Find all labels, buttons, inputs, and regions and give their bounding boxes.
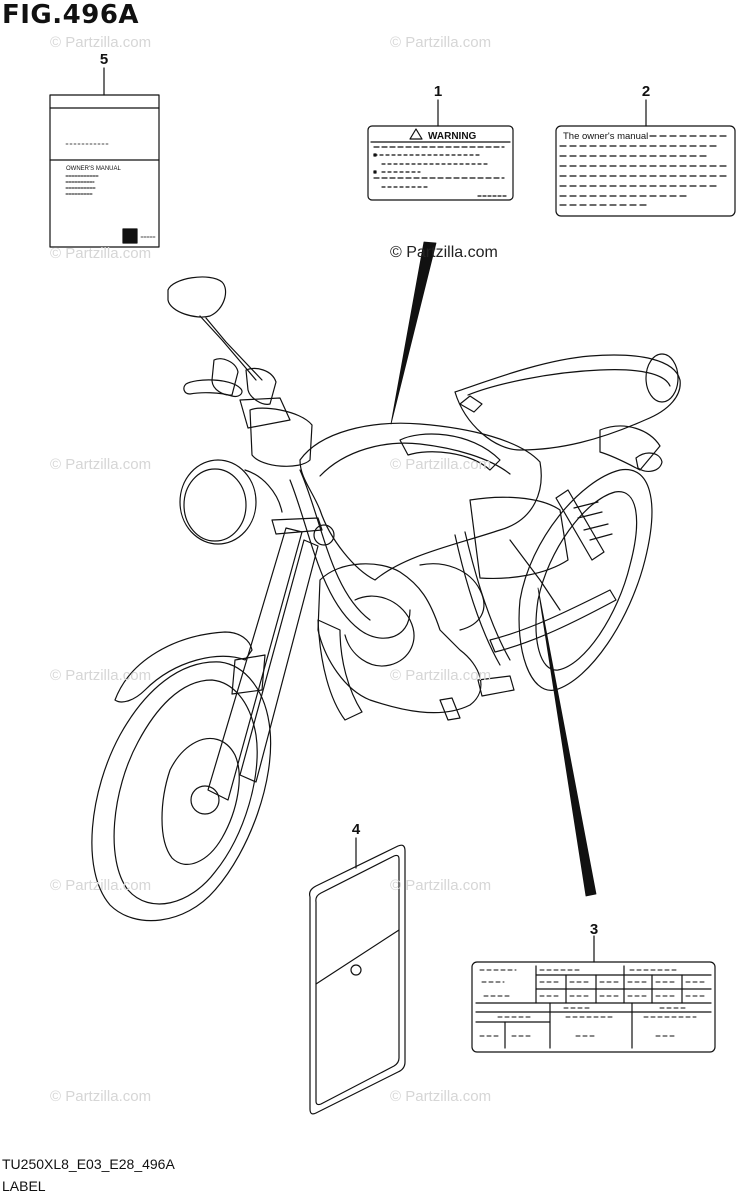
figure-code: TU250XL8_E03_E28_496A bbox=[2, 1156, 175, 1172]
callout-5: 5 bbox=[100, 51, 108, 68]
watermark: © Partzilla.com bbox=[390, 667, 492, 684]
main-watermark: © Partzilla.com bbox=[390, 244, 498, 261]
booklet-title: OWNER'S MANUAL bbox=[66, 166, 121, 172]
callout-2: 2 bbox=[642, 83, 650, 100]
watermark: © Partzilla.com bbox=[390, 877, 492, 894]
figure-section: LABEL bbox=[2, 1178, 46, 1194]
leader-part-1 bbox=[390, 241, 437, 425]
callout-3: 3 bbox=[590, 921, 598, 938]
leader-part-3 bbox=[537, 587, 597, 897]
callout-4: 4 bbox=[352, 821, 361, 838]
part-5-owners-manual bbox=[49, 67, 160, 248]
part-1-warning-label bbox=[367, 99, 514, 201]
watermark: © Partzilla.com bbox=[390, 34, 492, 51]
part-2-manual-label bbox=[555, 99, 736, 217]
figure-title: FIG.496A bbox=[2, 0, 140, 30]
watermark: © Partzilla.com bbox=[50, 667, 152, 684]
watermark: © Partzilla.com bbox=[390, 1088, 492, 1105]
watermark: © Partzilla.com bbox=[50, 456, 152, 473]
watermark: © Partzilla.com bbox=[390, 456, 492, 473]
watermark: © Partzilla.com bbox=[50, 245, 152, 262]
manual-label-text: The owner's manual bbox=[563, 131, 648, 142]
motorcycle-outline bbox=[91, 276, 681, 922]
warning-heading: WARNING bbox=[428, 131, 477, 142]
part-4-plate-label bbox=[309, 837, 406, 1115]
watermark: © Partzilla.com bbox=[50, 1088, 152, 1105]
part-3-spec-label bbox=[471, 935, 716, 1053]
watermark: © Partzilla.com bbox=[50, 34, 152, 51]
callout-1: 1 bbox=[434, 83, 442, 100]
watermark: © Partzilla.com bbox=[50, 877, 152, 894]
